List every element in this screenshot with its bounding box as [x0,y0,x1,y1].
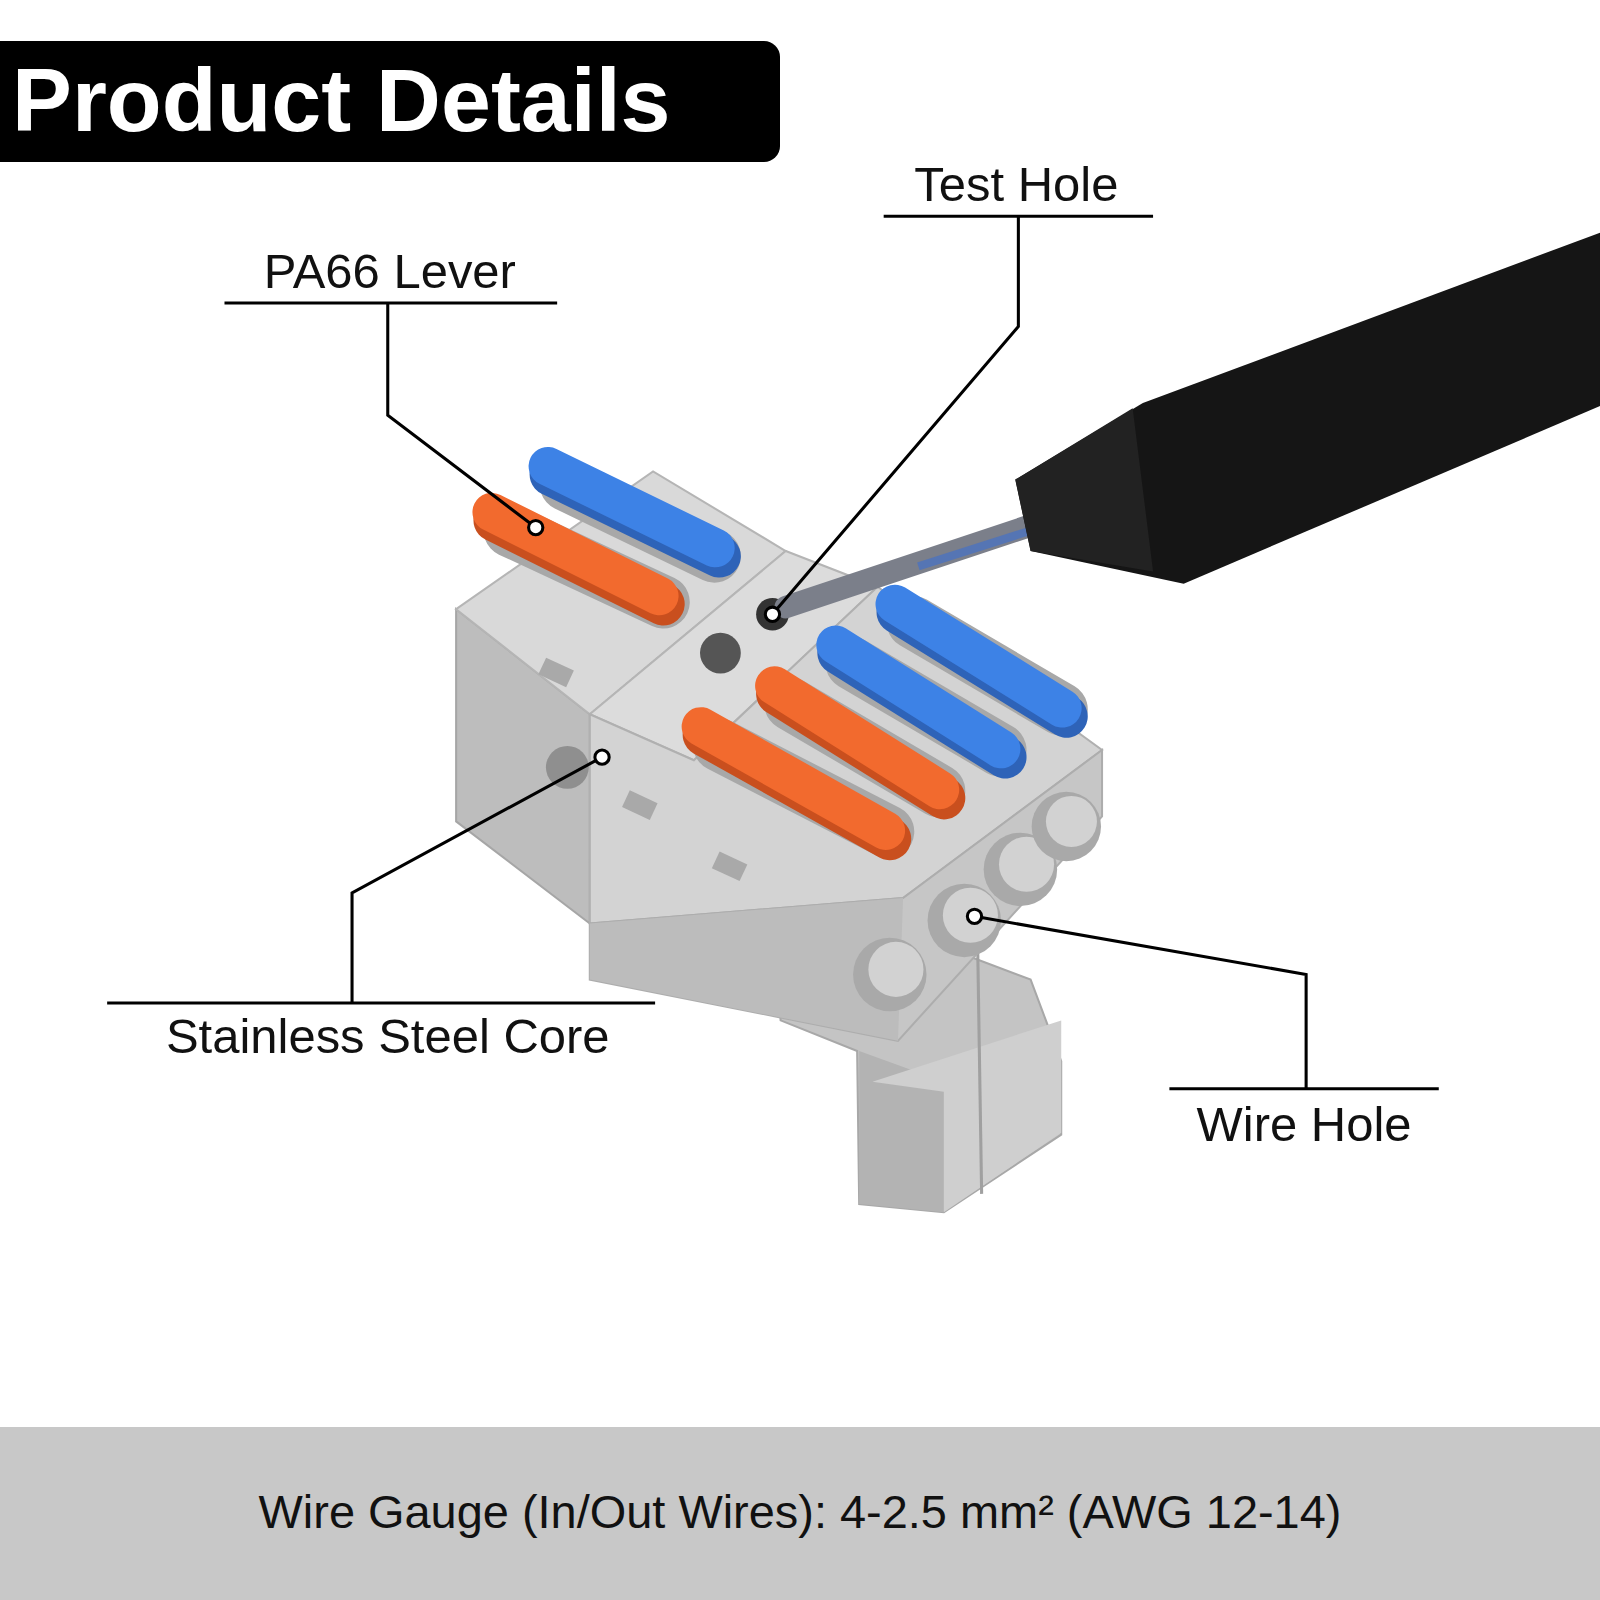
slot [712,852,748,882]
levers [492,466,1066,838]
slot [622,790,658,820]
part-label: Stainless Steel Core [166,1010,610,1064]
din-foot-front [872,1020,1061,1212]
test-hole [700,633,741,674]
leader-lines [107,216,1439,1088]
caption: Wire Gauge (In/Out Wires): 4-2.5 mm² (AW… [259,1487,1342,1539]
title: Product Details [0,41,780,162]
slot [538,658,574,688]
leader-dots [529,520,982,923]
title-box: Product Details [0,41,780,162]
part-label: PA66 Lever [264,245,516,299]
seam [978,939,982,1194]
screwdriver [786,233,1600,607]
part-label: Test Hole [914,158,1118,212]
housing-top-right [590,587,1102,924]
part-label: Wire Hole [1197,1098,1412,1152]
